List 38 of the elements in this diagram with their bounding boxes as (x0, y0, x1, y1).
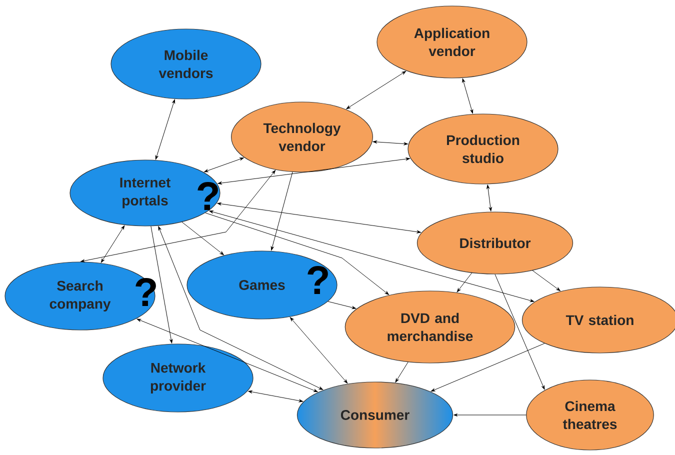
arrow (155, 99, 176, 160)
arrow (158, 226, 324, 390)
ellipse-node: TV station (522, 286, 675, 354)
arrow (248, 390, 304, 402)
question-mark: ? (198, 182, 218, 210)
arrow (80, 170, 276, 262)
ellipse-node: Mobile vendors (110, 28, 262, 100)
arrow (218, 158, 410, 184)
arrow (462, 78, 474, 114)
arrow (328, 301, 356, 310)
arrow (430, 343, 545, 392)
ellipse-node: Production studio (408, 114, 558, 184)
arrow (217, 202, 421, 234)
ellipse-node: DVD and merchandise (344, 290, 516, 364)
arrow (456, 272, 472, 292)
arrow (205, 212, 389, 295)
arrow (486, 184, 492, 212)
arrow (290, 317, 348, 384)
arrow (150, 226, 173, 344)
ellipse-node: Cinema theatres (526, 380, 654, 450)
arrow (454, 414, 526, 416)
ellipse-node: Consumer (296, 382, 454, 448)
arrow (395, 362, 408, 382)
arrow (100, 225, 125, 263)
arrow (346, 71, 406, 110)
ellipse-node: Technology vendor (231, 102, 374, 172)
arrow (372, 140, 408, 146)
ellipse-node: Distributor (416, 212, 574, 274)
arrow (532, 270, 560, 291)
arrow (209, 210, 534, 302)
ellipse-node: Network provider (102, 344, 254, 412)
question-mark: ? (308, 266, 328, 294)
ellipse-node: Application vendor (376, 6, 528, 78)
arrow (136, 318, 318, 392)
arrow (494, 274, 545, 390)
arrow (182, 222, 224, 256)
arrow (270, 172, 293, 250)
arrow (204, 158, 244, 172)
